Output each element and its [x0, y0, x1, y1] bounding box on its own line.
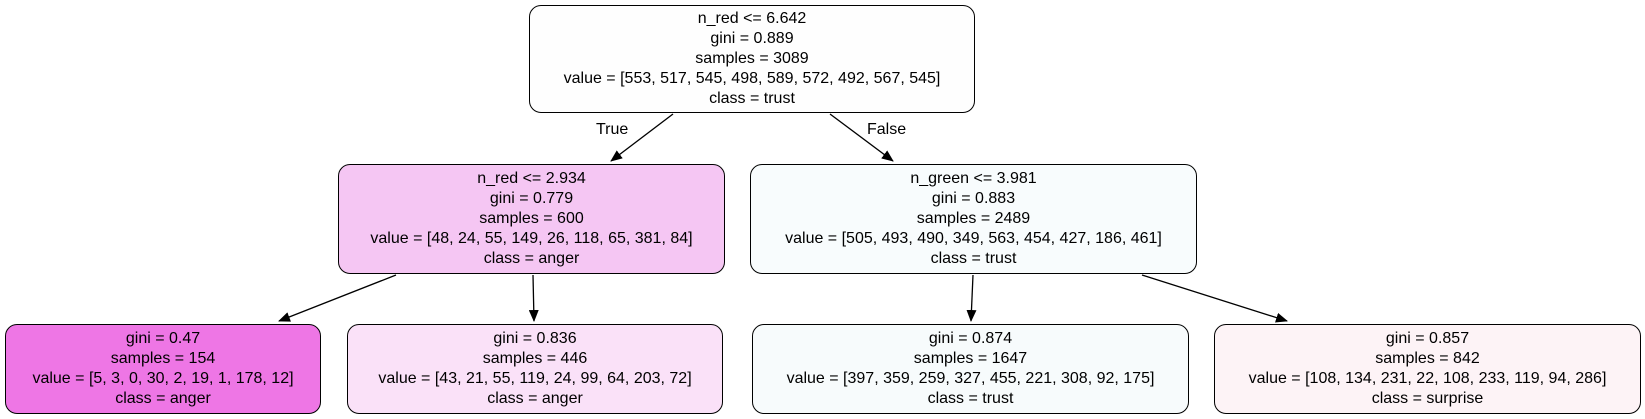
- node-split-condition: n_red <= 2.934: [477, 170, 586, 187]
- node-value: value = [108, 134, 231, 22, 108, 233, 11…: [1248, 370, 1607, 387]
- node-samples: samples = 2489: [916, 210, 1031, 227]
- tree-leaf-left-left: gini = 0.47 samples = 154 value = [5, 3,…: [5, 324, 321, 414]
- node-class: class = trust: [927, 390, 1014, 407]
- edge-right-to-right-right: [1141, 274, 1288, 323]
- node-gini: gini = 0.883: [931, 190, 1016, 207]
- node-split-condition: n_green <= 3.981: [910, 170, 1037, 187]
- node-gini: gini = 0.836: [493, 330, 577, 347]
- node-class: class = surprise: [1371, 390, 1484, 407]
- node-value: value = [553, 517, 545, 498, 589, 572, 4…: [563, 70, 941, 87]
- edge-label-false: False: [867, 121, 907, 138]
- node-samples: samples = 3089: [695, 50, 809, 67]
- node-samples: samples = 446: [482, 350, 588, 367]
- tree-leaf-right-left: gini = 0.874 samples = 1647 value = [397…: [752, 324, 1189, 414]
- node-samples: samples = 1647: [913, 350, 1028, 367]
- edge-root-to-right: [829, 113, 894, 162]
- edge-right-to-right-left: [966, 274, 977, 322]
- node-gini: gini = 0.47: [125, 330, 201, 347]
- node-gini: gini = 0.857: [1385, 330, 1470, 347]
- edge-left-to-left-right: [528, 274, 539, 322]
- node-value: value = [397, 359, 259, 327, 455, 221, 3…: [786, 370, 1155, 387]
- tree-node-root: n_red <= 6.642 gini = 0.889 samples = 30…: [529, 5, 975, 113]
- edge-left-to-left-left: [278, 274, 397, 322]
- node-gini: gini = 0.779: [489, 190, 574, 207]
- tree-node-right: n_green <= 3.981 gini = 0.883 samples = …: [750, 164, 1197, 274]
- node-class: class = anger: [115, 390, 211, 407]
- node-class: class = trust: [930, 250, 1017, 267]
- tree-leaf-right-right: gini = 0.857 samples = 842 value = [108,…: [1214, 324, 1641, 414]
- node-gini: gini = 0.889: [710, 30, 794, 47]
- node-value: value = [48, 24, 55, 149, 26, 118, 65, 3…: [370, 230, 693, 247]
- node-value: value = [43, 21, 55, 119, 24, 99, 64, 20…: [378, 370, 692, 387]
- node-class: class = anger: [483, 250, 580, 267]
- node-class: class = trust: [709, 90, 795, 107]
- node-samples: samples = 154: [110, 350, 216, 367]
- node-value: value = [5, 3, 0, 30, 2, 19, 1, 178, 12]: [32, 370, 294, 387]
- edge-root-to-left: [610, 113, 674, 162]
- node-samples: samples = 842: [1375, 350, 1480, 367]
- node-split-condition: n_red <= 6.642: [697, 10, 807, 27]
- tree-node-left: n_red <= 2.934 gini = 0.779 samples = 60…: [338, 164, 725, 274]
- tree-leaf-left-right: gini = 0.836 samples = 446 value = [43, …: [347, 324, 723, 414]
- node-class: class = anger: [487, 390, 583, 407]
- edge-label-true: True: [596, 121, 629, 138]
- node-gini: gini = 0.874: [928, 330, 1013, 347]
- node-value: value = [505, 493, 490, 349, 563, 454, 4…: [785, 230, 1162, 247]
- node-samples: samples = 600: [479, 210, 584, 227]
